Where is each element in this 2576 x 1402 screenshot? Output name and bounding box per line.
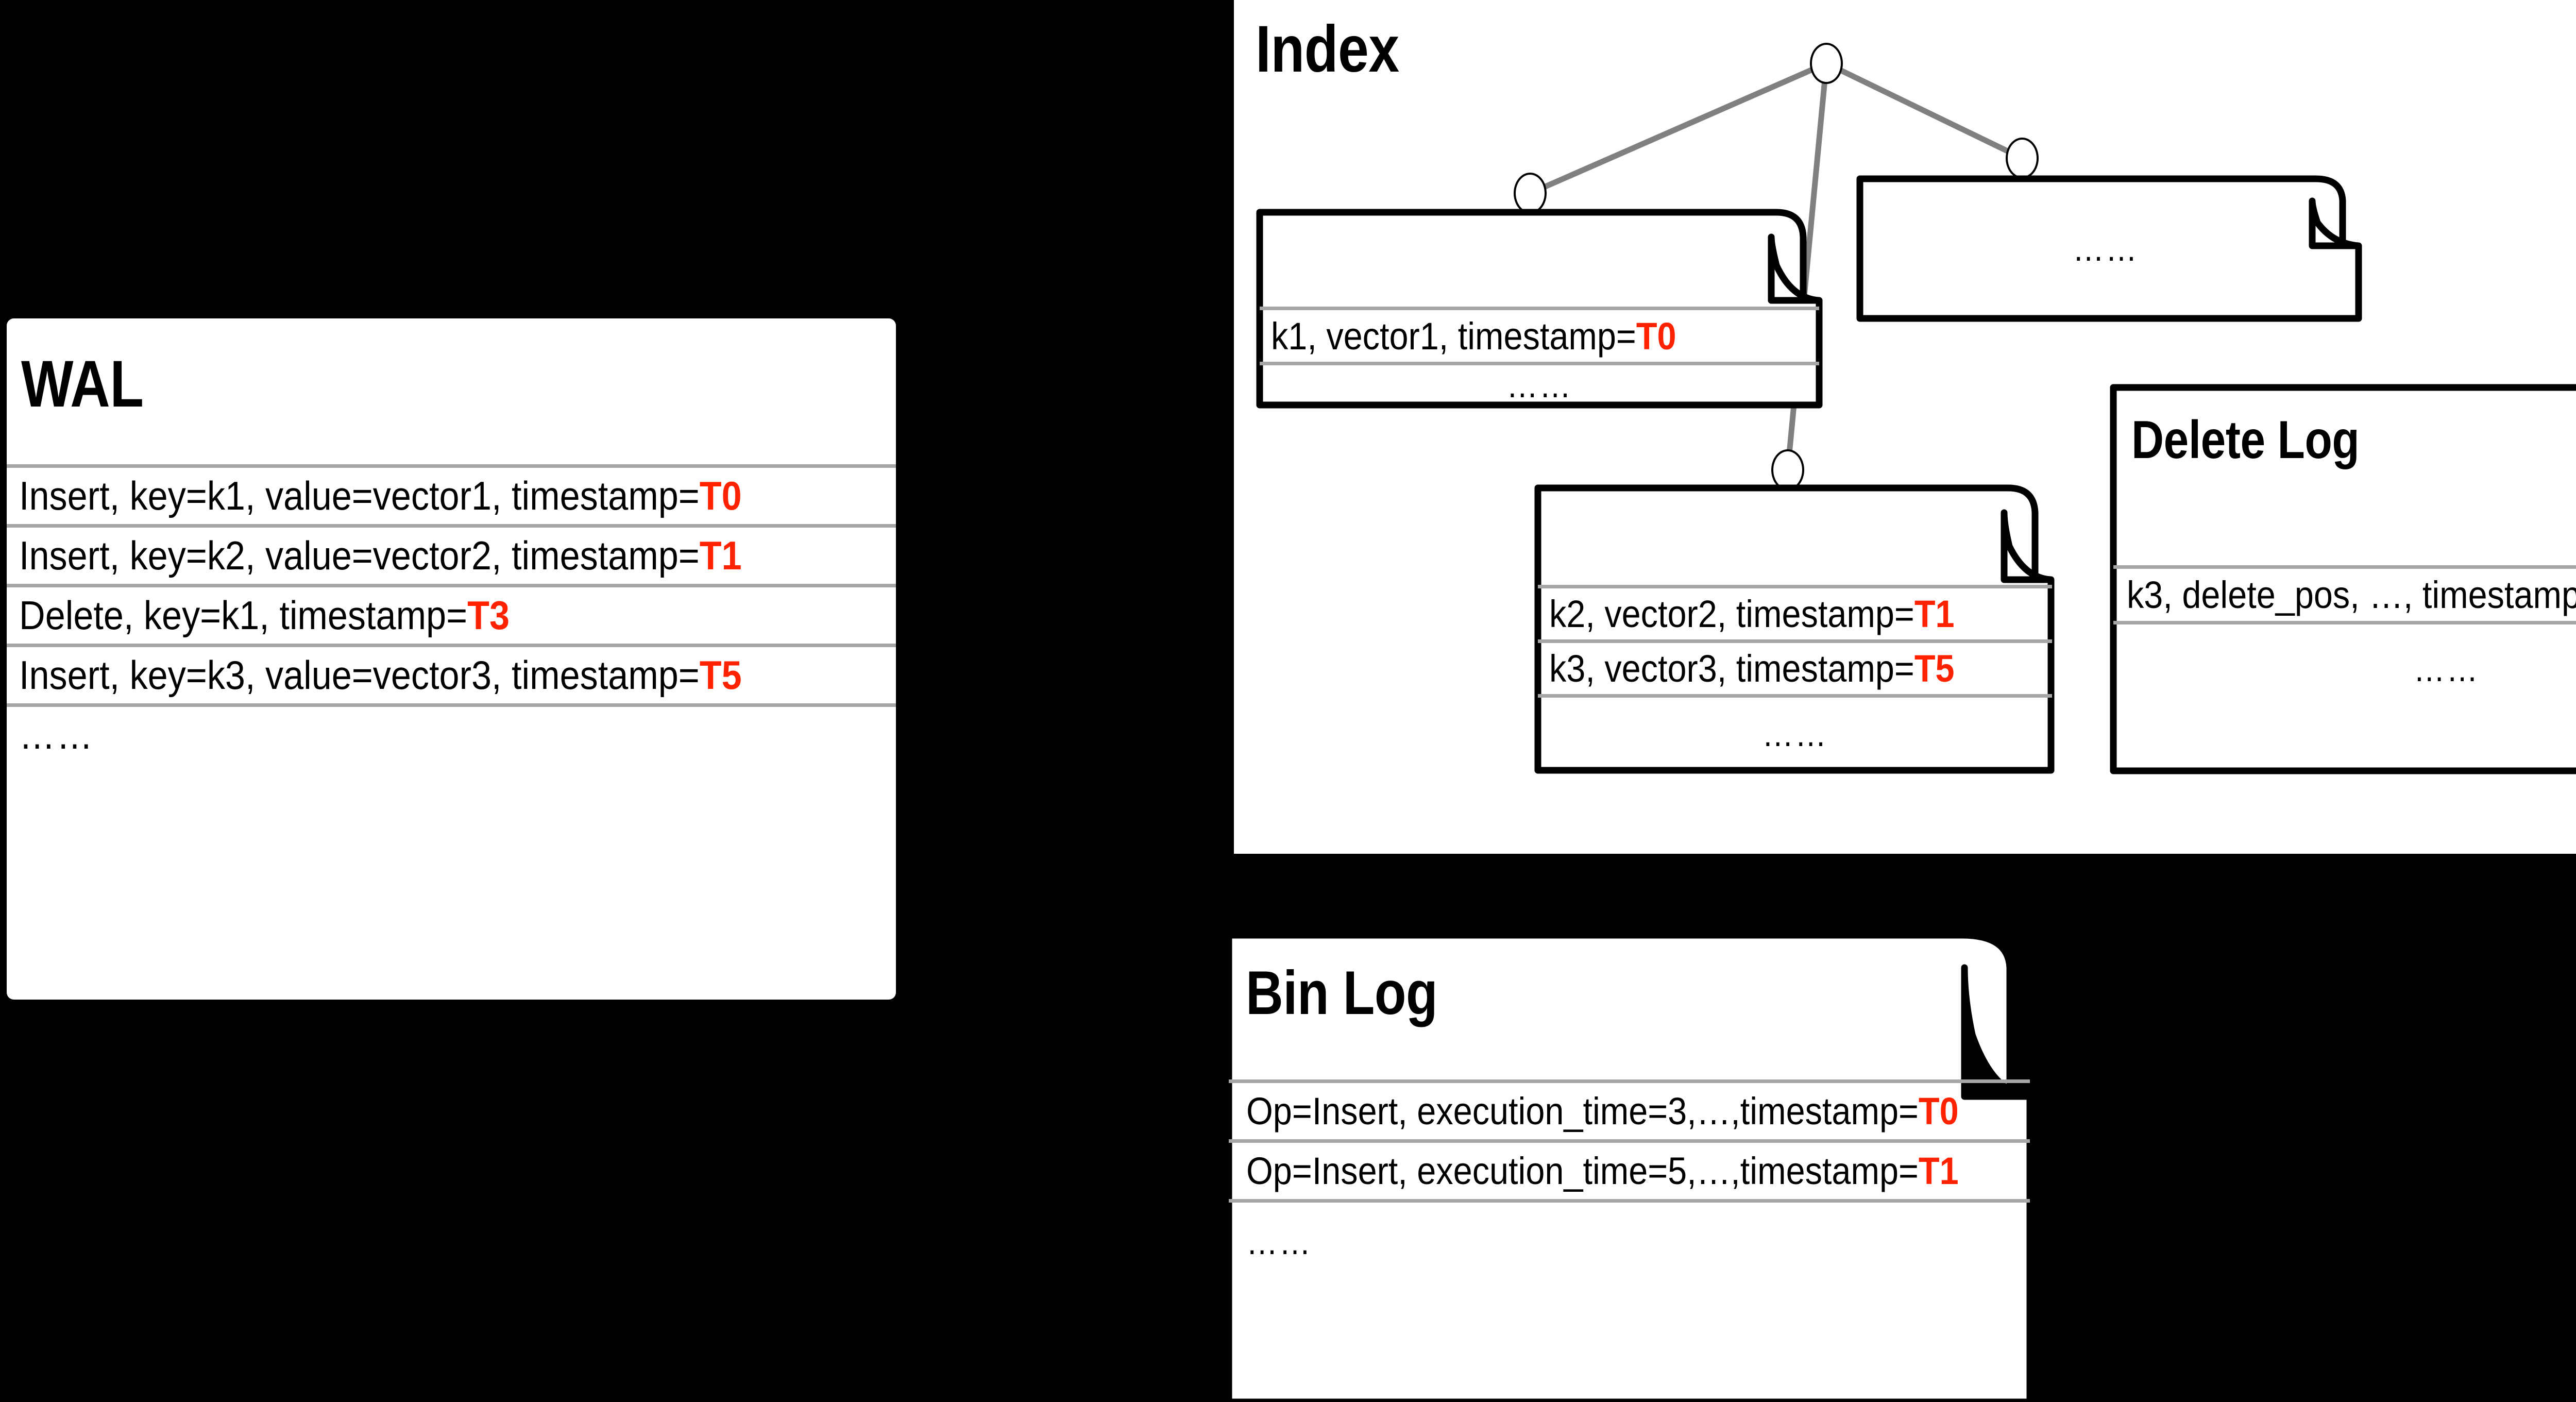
timestamp-badge: T0 bbox=[1636, 314, 1676, 358]
index-tree-bottom-node[interactable] bbox=[1771, 449, 1804, 491]
delete-log-row: k3, delete_pos, …, timestamp=T3 bbox=[2113, 565, 2576, 621]
index-leaf-row-text: k1, vector1, timestamp=T0 bbox=[1271, 314, 1676, 358]
bin-log-title: Bin Log bbox=[1246, 958, 1438, 1027]
index-title: Index bbox=[1256, 12, 1399, 86]
bin-log-row-text: Op=Insert, execution_time=3,…,timestamp=… bbox=[1246, 1090, 1959, 1133]
timestamp-badge: T1 bbox=[699, 533, 742, 578]
bin-log-row: Op=Insert, execution_time=5,…,timestamp=… bbox=[1229, 1139, 2030, 1199]
delete-log-card: Delete Log k3, delete_pos, …, timestamp=… bbox=[2110, 384, 2576, 774]
note-outline bbox=[2110, 384, 2576, 774]
index-leaf-more-text: …… bbox=[2073, 229, 2139, 268]
index-leaf-row-text: …… bbox=[1506, 365, 1572, 405]
index-tree-right-node[interactable] bbox=[2006, 138, 2039, 179]
timestamp-badge: T1 bbox=[1918, 1150, 1959, 1192]
timestamp-badge: T1 bbox=[1914, 593, 1955, 635]
wal-row: Insert, key=k3, value=vector3, timestamp… bbox=[7, 644, 896, 703]
wal-row-ellipsis: …… bbox=[7, 703, 896, 763]
index-leaf-row: k1, vector1, timestamp=T0 bbox=[1260, 307, 1819, 362]
timestamp-badge: T3 bbox=[467, 593, 510, 638]
bin-log-row-text: …… bbox=[1246, 1222, 1312, 1262]
bin-log-row-text: Op=Insert, execution_time=5,…,timestamp=… bbox=[1246, 1150, 1959, 1192]
delete-log-row-text: k3, delete_pos, …, timestamp=T3 bbox=[2127, 573, 2576, 616]
wal-row-text: Insert, key=k2, value=vector2, timestamp… bbox=[19, 533, 742, 578]
wal-row: Insert, key=k1, value=vector1, timestamp… bbox=[7, 464, 896, 524]
index-leaf-row: k2, vector2, timestamp=T1 bbox=[1538, 585, 2052, 639]
wal-row: Delete, key=k1, timestamp=T3 bbox=[7, 584, 896, 644]
note-outline bbox=[1534, 484, 2055, 774]
timestamp-badge: T5 bbox=[1914, 647, 1955, 690]
index-leaf-k2k3-card: k2, vector2, timestamp=T1 k3, vector3, t… bbox=[1534, 484, 2056, 774]
index-panel: Index k1, vector1, timestamp=T0 bbox=[1234, 0, 2576, 854]
wal-row-text: Insert, key=k1, value=vector1, timestamp… bbox=[19, 473, 742, 518]
wal-title: WAL bbox=[21, 347, 144, 421]
wal-panel: WAL Insert, key=k1, value=vector1, times… bbox=[7, 318, 896, 1000]
bin-log-card: Bin Log Op=Insert, execution_time=3,…,ti… bbox=[1225, 932, 2224, 1402]
note-outline bbox=[1856, 175, 2362, 322]
wal-row-text: …… bbox=[19, 712, 94, 757]
wal-row-text: Delete, key=k1, timestamp=T3 bbox=[19, 593, 510, 638]
delete-log-row-text: …… bbox=[2413, 649, 2480, 689]
delete-log-title: Delete Log bbox=[2131, 410, 2360, 470]
index-tree-root-node[interactable] bbox=[1810, 43, 1843, 84]
index-leaf-row-text: …… bbox=[1762, 714, 1828, 754]
index-leaf-row-text: k2, vector2, timestamp=T1 bbox=[1549, 593, 1955, 635]
wal-row: Insert, key=k2, value=vector2, timestamp… bbox=[7, 524, 896, 584]
timestamp-badge: T0 bbox=[699, 473, 742, 518]
timestamp-badge: T0 bbox=[1918, 1090, 1959, 1133]
bin-log-row: Op=Insert, execution_time=3,…,timestamp=… bbox=[1229, 1079, 2030, 1139]
index-leaf-row-ellipsis: …… bbox=[1260, 362, 1819, 405]
index-tree-left-node[interactable] bbox=[1514, 173, 1547, 214]
timestamp-badge: T5 bbox=[699, 652, 742, 698]
bin-log-row-ellipsis: …… bbox=[1229, 1199, 2030, 1281]
delete-log-row-ellipsis: …… bbox=[2113, 621, 2576, 714]
index-leaf-k1-card: k1, vector1, timestamp=T0 …… bbox=[1256, 209, 1823, 409]
index-leaf-row-text: k3, vector3, timestamp=T5 bbox=[1549, 647, 1955, 690]
index-leaf-row: k3, vector3, timestamp=T5 bbox=[1538, 639, 2052, 694]
index-leaf-row-ellipsis: …… bbox=[1538, 694, 2052, 770]
wal-row-text: Insert, key=k3, value=vector3, timestamp… bbox=[19, 652, 742, 698]
index-leaf-more-card: …… bbox=[1856, 175, 2362, 322]
